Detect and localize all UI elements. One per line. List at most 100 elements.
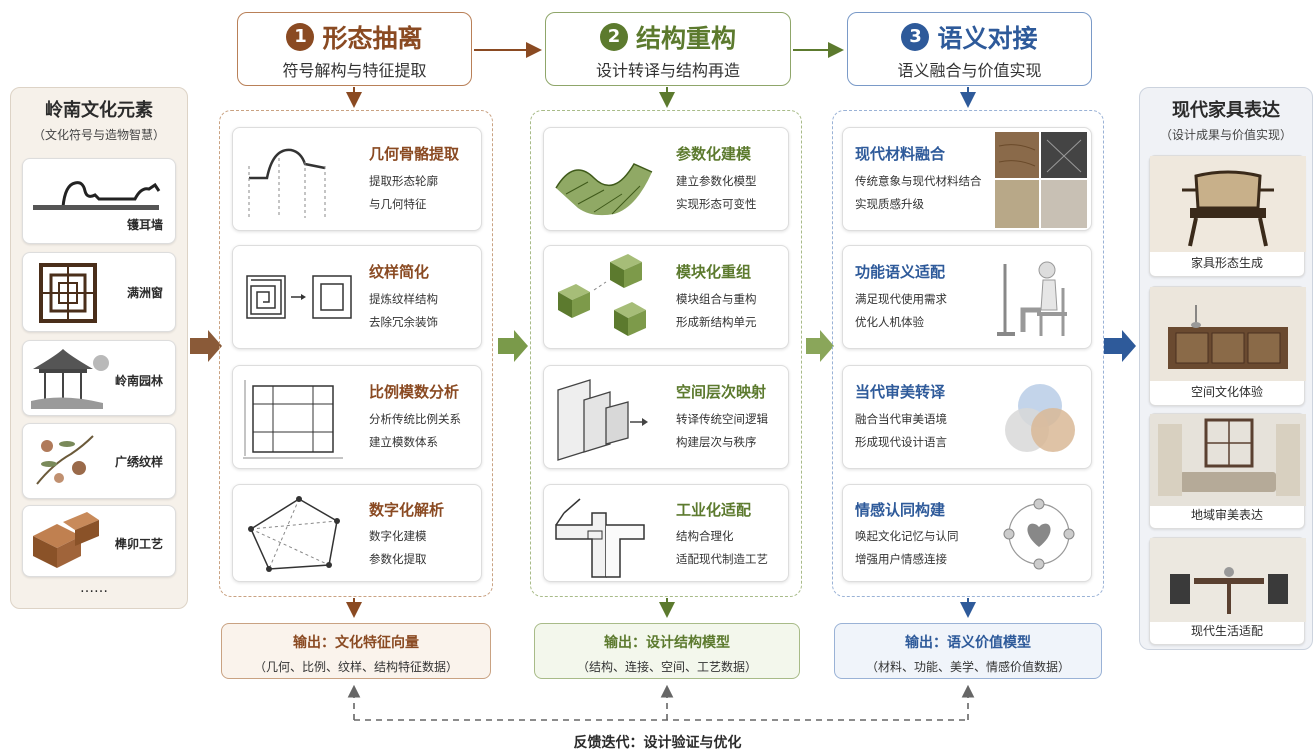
element-label: 榫卯工艺 (114, 537, 163, 551)
result-label: 地域审美表达 (1190, 508, 1263, 522)
more-ellipsis: …… (80, 580, 108, 596)
pattern-simplify-icon (246, 275, 352, 319)
output-title: 输出：语义价值模型 (905, 635, 1031, 651)
card-title: 模块化重组 (676, 263, 752, 281)
result-spatial-experience: 空间文化体验 (1149, 286, 1306, 406)
output-desc: （材料、功能、美学、情感价值数据） (865, 660, 1070, 674)
dining-set-icon (1150, 538, 1306, 622)
card-line: 增强用户情感连接 (855, 552, 947, 566)
armchair-icon (1150, 156, 1306, 252)
card-geometric-skeleton: 几何骨骼提取 提取形态轮廓 与几何特征 (232, 127, 482, 231)
result-label: 空间文化体验 (1190, 385, 1263, 399)
stage-title: 结构重构 (635, 24, 736, 53)
stage-2-panel (530, 110, 802, 597)
living-room-icon (1150, 414, 1306, 506)
card-parametric-modeling: 参数化建模 建立参数化模型 实现形态可变性 (543, 127, 789, 231)
stage-1-panel (219, 110, 493, 597)
card-line: 唤起文化记忆与认同 (855, 529, 959, 543)
mortise-tenon-icon (33, 512, 99, 568)
result-furniture-form: 家具形态生成 (1149, 155, 1306, 277)
card-title: 工业化适配 (676, 501, 752, 519)
card-proportion-module: 比例模数分析 分析传统比例关系 建立模数体系 (232, 365, 482, 469)
card-industrial-adaptation: 工业化适配 结构合理化 适配现代制造工艺 (543, 484, 789, 582)
card-line: 建立参数化模型 (676, 174, 757, 188)
material-swatches-icon (995, 132, 1087, 228)
card-title: 纹样简化 (369, 263, 430, 281)
output-semantic-value: 输出：语义价值模型 （材料、功能、美学、情感价值数据） (834, 623, 1102, 679)
element-mortise-tenon: 榫卯工艺 (22, 505, 176, 577)
cultural-elements-title: 岭南文化元素 (45, 100, 153, 121)
layered-planes-icon (557, 379, 648, 461)
card-title: 比例模数分析 (369, 383, 460, 401)
card-modular-recombination: 模块化重组 模块组合与重构 形成新结构单元 (543, 245, 789, 349)
card-line: 传统意象与现代材料结合 (855, 174, 982, 188)
element-lingnan-garden: 岭南园林 (22, 340, 176, 416)
stage-title: 语义对接 (937, 24, 1038, 53)
wok-ear-wall-icon (33, 181, 161, 210)
stage-number: 2 (599, 23, 628, 51)
feedback-label: 反馈迭代：设计验证与优化 (573, 735, 742, 751)
card-line: 参数化提取 (369, 552, 427, 566)
element-label: 广绣纹样 (114, 455, 163, 469)
parametric-surface-icon (555, 163, 653, 216)
card-line: 结构合理化 (676, 529, 734, 543)
card-line: 融合当代审美语境 (855, 412, 947, 426)
roof-outline-icon (248, 148, 326, 218)
card-pattern-simplify: 纹样简化 提炼纹样结构 去除冗余装饰 (232, 245, 482, 349)
result-modern-living: 现代生活适配 (1149, 537, 1306, 645)
result-label: 家具形态生成 (1190, 256, 1263, 270)
ergonomic-figure-icon (997, 261, 1067, 336)
stage-3-panel (832, 110, 1104, 597)
element-manchurian-window: 满洲窗 (22, 252, 176, 332)
polygon-network-icon (248, 496, 340, 572)
element-label: 镬耳墙 (126, 218, 163, 232)
card-line: 建立模数体系 (369, 435, 438, 449)
card-line: 与几何特征 (369, 197, 427, 211)
cultural-elements-subtitle: （文化符号与造物智慧） (32, 128, 165, 142)
card-line: 模块组合与重构 (676, 292, 757, 306)
card-line: 适配现代制造工艺 (676, 552, 768, 566)
card-aesthetic-translation: 当代审美转译 融合当代审美语境 形成现代设计语言 (842, 365, 1092, 469)
card-title: 几何骨骼提取 (369, 145, 460, 163)
card-line: 提取形态轮廓 (369, 174, 438, 188)
output-desc: （几何、比例、纹样、结构特征数据） (253, 660, 458, 674)
output-cultural-vector: 输出：文化特征向量 （几何、比例、纹样、结构特征数据） (221, 623, 491, 679)
card-line: 提炼纹样结构 (369, 292, 438, 306)
modern-furniture-subtitle: （设计成果与价值实现） (1159, 128, 1292, 142)
card-line: 实现质感升级 (855, 197, 924, 211)
modern-furniture-title: 现代家具表达 (1172, 100, 1280, 121)
sideboard-icon (1150, 287, 1306, 381)
card-line: 转译传统空间逻辑 (676, 412, 768, 426)
card-line: 数字化建模 (369, 529, 427, 543)
card-title: 功能语义适配 (855, 263, 946, 281)
card-line: 形成新结构单元 (676, 315, 757, 329)
overlap-circles-icon (1005, 384, 1075, 452)
element-cantonese-embroidery: 广绣纹样 (22, 423, 176, 499)
element-label: 岭南园林 (114, 374, 163, 388)
card-title: 当代审美转译 (855, 383, 946, 401)
output-title: 输出：文化特征向量 (293, 635, 419, 651)
element-wok-ear-wall: 镬耳墙 (22, 158, 176, 244)
stage-title: 形态抽离 (322, 24, 423, 53)
module-cubes-icon (558, 254, 646, 336)
card-emotional-identity: 情感认同构建 唤起文化记忆与认同 增强用户情感连接 (842, 484, 1092, 582)
grid-proportion-icon (243, 380, 343, 459)
card-line: 分析传统比例关系 (369, 412, 461, 426)
flower-pattern-icon (36, 435, 94, 485)
heart-network-icon (1003, 498, 1075, 570)
result-regional-aesthetics: 地域审美表达 (1149, 413, 1306, 529)
output-title: 输出：设计结构模型 (604, 635, 730, 651)
card-functional-semantics: 功能语义适配 满足现代使用需求 优化人机体验 (842, 245, 1092, 349)
card-title: 情感认同构建 (855, 501, 946, 519)
stage-subtitle: 语义融合与价值实现 (897, 61, 1042, 80)
result-label: 现代生活适配 (1190, 624, 1263, 638)
card-title: 数字化解析 (369, 501, 445, 519)
card-line: 实现形态可变性 (676, 197, 757, 211)
stage-subtitle: 符号解构与特征提取 (282, 61, 427, 80)
stage-number: 3 (901, 23, 930, 51)
output-design-structure: 输出：设计结构模型 （结构、连接、空间、工艺数据） (534, 623, 800, 679)
